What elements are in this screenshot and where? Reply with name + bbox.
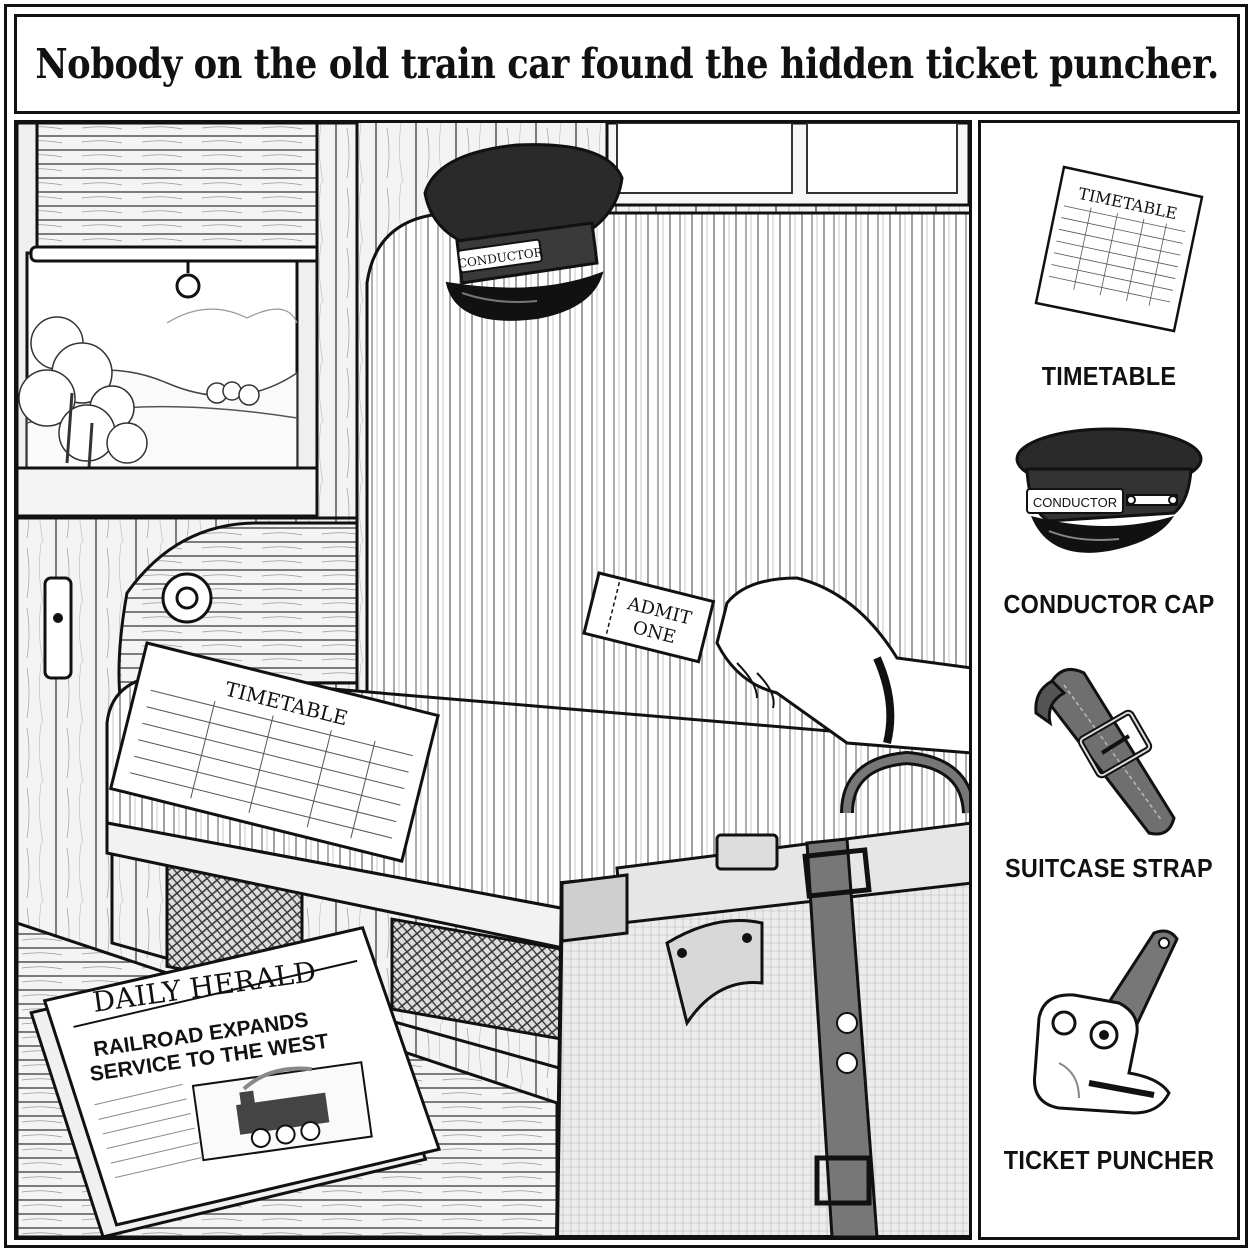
scene-timetable[interactable]: TIMETABLE (108, 641, 440, 863)
ticket-puncher-icon (1033, 929, 1179, 1115)
conductor-cap-icon: CONDUCTOR (1015, 427, 1203, 553)
scene-conductor-cap[interactable]: CONDUCTOR (423, 143, 624, 321)
shade-pull-ring (175, 273, 201, 299)
legend-item-suitcase-strap (981, 663, 1237, 843)
legend-item-timetable: TIMETABLE (981, 153, 1237, 333)
puzzle-title: Nobody on the old train car found the hi… (35, 40, 1219, 88)
scene-suitcase-strap[interactable] (802, 837, 879, 1237)
title-banner: Nobody on the old train car found the hi… (14, 14, 1240, 114)
window-shade (29, 123, 325, 299)
side-window (17, 123, 359, 525)
legend-item-conductor-cap: CONDUCTOR (981, 421, 1237, 571)
puzzle-frame (4, 4, 1248, 1248)
legend-item-ticket-puncher (981, 923, 1237, 1123)
newspaper-locomotive-illustration (191, 1061, 373, 1162)
items-to-find-panel: TIMETABLE TIMETABLE CONDUCTOR (978, 120, 1240, 1240)
scene-suitcase[interactable] (554, 750, 969, 1237)
scene-hand (715, 576, 969, 755)
suitcase-strap-icon (1034, 667, 1176, 836)
suitcase-latch (715, 833, 779, 871)
legend-label-suitcase-strap: SUITCASE STRAP (1005, 853, 1213, 883)
legend-label-conductor-cap: CONDUCTOR CAP (1003, 589, 1215, 619)
upper-window-frame (605, 123, 969, 207)
suitcase-corner-guards (560, 873, 764, 1027)
landscape-view (18, 308, 298, 469)
scene-panel[interactable]: CONDUCTOR TIMETABLE ADMIT ONE (14, 120, 972, 1240)
scene-admit-one-ticket[interactable]: ADMIT ONE (582, 571, 716, 664)
scene-newspaper[interactable]: DAILY HERALD RAILROAD EXPANDS SERVICE TO… (26, 921, 445, 1237)
legend-label-ticket-puncher: TICKET PUNCHER (1003, 1145, 1215, 1175)
timetable-icon: TIMETABLE (1034, 165, 1204, 333)
wall-sconce (43, 576, 73, 680)
legend-cap-band-text: CONDUCTOR (1033, 495, 1117, 510)
legend-label-timetable: TIMETABLE (1041, 361, 1177, 391)
